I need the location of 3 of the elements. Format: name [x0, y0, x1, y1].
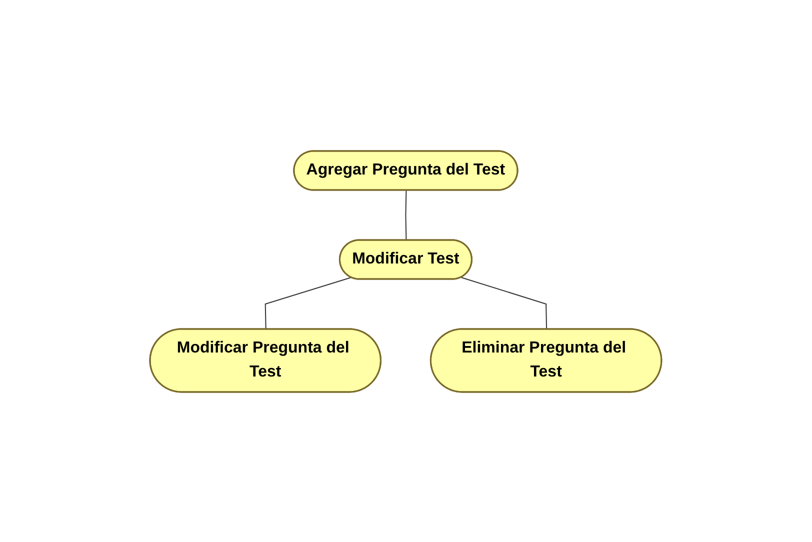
- connector: [265, 276, 352, 330]
- connector: [406, 190, 407, 240]
- connector: [461, 276, 548, 330]
